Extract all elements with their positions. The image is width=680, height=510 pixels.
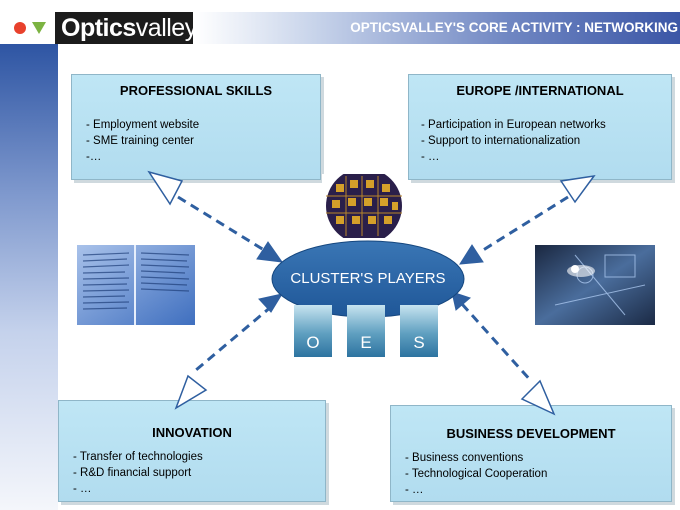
arrowhead-icon: [451, 291, 471, 311]
box-europe-international: EUROPE /INTERNATIONAL - Participation in…: [408, 74, 672, 180]
box-professional-skills: PROFESSIONAL SKILLS - Employment website…: [71, 74, 321, 180]
oes-block-s: S: [400, 305, 438, 357]
connector-europe-international: [479, 195, 569, 254]
box-business-development: BUSINESS DEVELOPMENT - Business conventi…: [390, 405, 672, 502]
arrowhead-icon: [559, 174, 596, 204]
book-pages-image: [77, 245, 195, 325]
oes-block-o: O: [294, 305, 332, 357]
header: Opticsvalley OPTICSVALLEY'S CORE ACTIVIT…: [0, 0, 680, 48]
list-item: - …: [73, 483, 92, 495]
list-item: - Participation in European networks: [421, 119, 606, 131]
tech-blueprint-image: [535, 245, 655, 325]
list-item: - Technological Cooperation: [405, 468, 548, 480]
box-innovation: INNOVATION - Transfer of technologies - …: [58, 400, 326, 502]
logo-dots-icon: [14, 22, 46, 34]
oes-block-e: E: [347, 305, 385, 357]
arrowhead-icon: [459, 244, 484, 265]
logo-bold-text: Optics: [61, 14, 136, 42]
arrowhead-icon: [174, 374, 208, 410]
arrowhead-icon: [258, 293, 284, 313]
box-title-professional-skills: PROFESSIONAL SKILLS: [119, 83, 273, 98]
connector-professional-skills: [177, 195, 265, 252]
list-item: - Business conventions: [405, 452, 524, 464]
list-item: -…: [86, 151, 102, 163]
header-bar: OPTICSVALLEY'S CORE ACTIVITY : NETWORKIN…: [195, 12, 680, 44]
list-item: - …: [421, 151, 440, 163]
list-item: - …: [405, 484, 424, 496]
list-item: - Employment website: [86, 119, 200, 131]
box-title-europe-international: EUROPE /INTERNATIONAL: [456, 83, 624, 98]
box-title-innovation: INNOVATION: [152, 425, 232, 440]
list-item: - Transfer of technologies: [73, 451, 203, 463]
arrowhead-icon: [520, 379, 556, 416]
arrowhead-icon: [256, 241, 284, 263]
list-item: - Support to internationalization: [421, 135, 581, 147]
arrowhead-icon: [147, 170, 184, 206]
page-title: OPTICSVALLEY'S CORE ACTIVITY : NETWORKIN…: [350, 20, 678, 35]
list-item: - SME training center: [86, 135, 195, 147]
wafer-chip-image: [322, 174, 406, 238]
connector-innovation: [195, 304, 273, 372]
logo-light-text: valley: [135, 14, 197, 42]
connector-business-development: [460, 302, 534, 384]
left-gradient-strip: [0, 44, 58, 510]
box-title-business-development: BUSINESS DEVELOPMENT: [446, 426, 616, 441]
logo: Opticsvalley: [55, 12, 197, 44]
list-item: - R&D financial support: [73, 467, 192, 479]
center-label: CLUSTER'S PLAYERS: [290, 270, 446, 287]
